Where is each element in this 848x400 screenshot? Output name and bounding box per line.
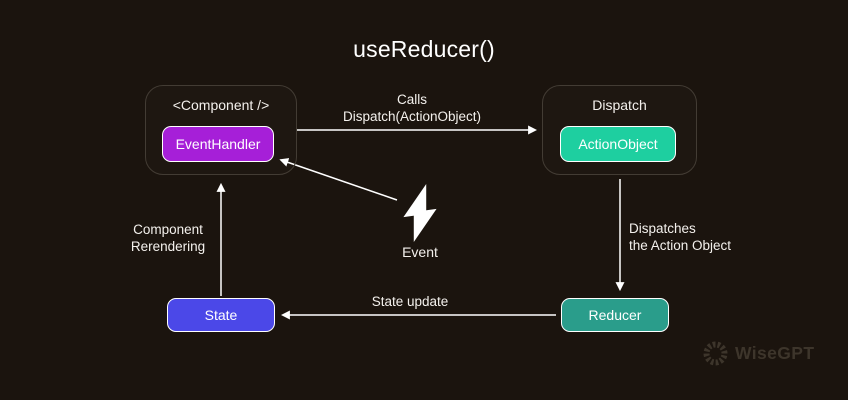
event-handler-label: EventHandler	[175, 136, 261, 152]
wisegpt-watermark: WiseGPT	[702, 340, 814, 367]
state-label: State	[204, 307, 238, 323]
calls-label: Calls Dispatch(ActionObject)	[342, 92, 482, 124]
dispatch-label: Dispatch	[592, 97, 647, 113]
wisegpt-logo-text: WiseGPT	[735, 343, 815, 363]
state-node: State	[167, 298, 275, 332]
dispatches-label: Dispatches the Action Object	[629, 221, 732, 253]
lightning-bolt-icon	[403, 184, 437, 242]
wisegpt-logo-icon	[703, 341, 728, 366]
action-object-node: ActionObject	[560, 126, 676, 162]
state-update-label: State update	[371, 294, 449, 309]
component-group: <Component />	[145, 85, 297, 175]
event-handler-node: EventHandler	[162, 126, 274, 162]
action-object-label: ActionObject	[578, 136, 658, 152]
reducer-label: Reducer	[588, 307, 642, 323]
rerendering-label: Component Rerendering	[130, 222, 206, 254]
event-arrow	[279, 158, 398, 201]
reducer-node: Reducer	[561, 298, 669, 332]
event-label: Event	[402, 244, 438, 260]
dispatch-group: Dispatch	[542, 85, 697, 175]
component-label: <Component />	[172, 97, 270, 113]
diagram-title: useReducer()	[353, 36, 495, 62]
